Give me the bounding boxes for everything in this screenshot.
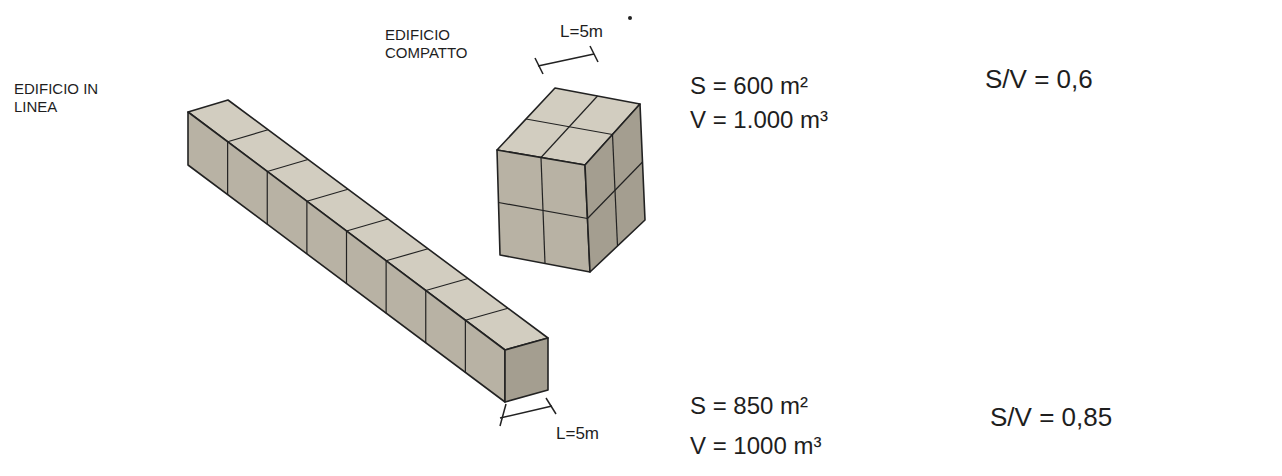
cube-edge (588, 162, 643, 219)
cube-edge (386, 249, 428, 261)
building-face (188, 112, 505, 402)
volume-value: V = 1.000 m³ (690, 106, 828, 135)
surface-value: S = 850 m² (690, 392, 808, 421)
cube-edge (347, 219, 389, 231)
ratio-value: S/V = 0,6 (985, 64, 1093, 95)
dot (628, 16, 632, 20)
cube-edge (227, 142, 228, 195)
cube-edge (267, 172, 268, 225)
cube-edge (386, 261, 387, 313)
ratio-value: S/V = 0,85 (990, 402, 1112, 433)
volume-value: V = 1000 m³ (690, 432, 821, 461)
cube-edge (425, 291, 426, 343)
building-face (505, 338, 548, 402)
building-title: EDIFICIO IN LINEA (14, 80, 104, 116)
dimension-line (500, 398, 556, 426)
cube-edge (526, 119, 613, 135)
cube-edge (307, 189, 348, 201)
cube-edge (426, 279, 468, 291)
building-face (585, 104, 645, 272)
cube-edge (306, 201, 307, 254)
dimension-label: L=5m (560, 22, 603, 42)
dimension-label: L=5m (556, 424, 599, 444)
cube-edge (499, 203, 588, 219)
dimension-line (535, 46, 598, 74)
building-face (188, 100, 548, 350)
building-face (497, 150, 590, 272)
cube-edge (267, 160, 308, 172)
cube-edge (346, 231, 347, 284)
cube-edge (228, 130, 268, 142)
cube-edge (465, 308, 508, 320)
building-title: EDIFICIO COMPATTO (385, 26, 485, 62)
surface-value: S = 600 m² (690, 72, 808, 101)
cube-edge (465, 320, 466, 372)
